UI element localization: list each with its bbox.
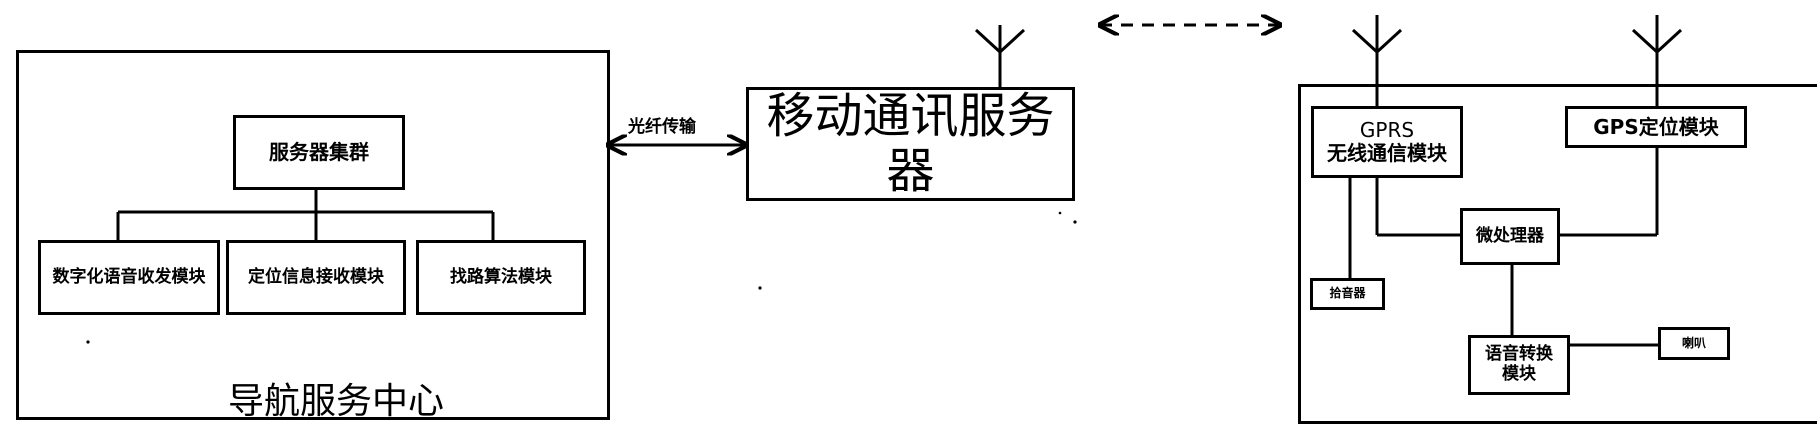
mobile-comm-server-box: 移动通讯服务器 [746, 87, 1075, 201]
server-antenna [974, 25, 1026, 87]
module-route-algorithm: 找路算法模块 [416, 240, 586, 315]
stray-dots [86, 211, 1077, 344]
nav-service-center-box [16, 50, 610, 420]
fiber-link-label: 光纤传输 [628, 117, 696, 137]
voice-conversion-box: 语音转换 模块 [1468, 335, 1570, 395]
voice-label-line1: 语音转换 [1485, 344, 1553, 365]
microprocessor-box: 微处理器 [1460, 208, 1560, 265]
connector-lines [86, 0, 1683, 347]
gprs-module-box: GPRS 无线通信模块 [1311, 106, 1463, 178]
voice-label-line2: 模块 [1502, 364, 1536, 384]
server-cluster-box: 服务器集群 [233, 115, 405, 190]
cluster-tree-lines [116, 190, 495, 240]
module-digital-voice: 数字化语音收发模块 [38, 240, 220, 315]
gprs-antenna [1351, 15, 1403, 106]
nav-center-title: 导航服务中心 [228, 381, 445, 422]
module-location-receive: 定位信息接收模块 [226, 240, 406, 315]
recorder-box: 拾音器 [1310, 278, 1385, 310]
gps-antenna [1631, 15, 1683, 106]
gprs-label-line2: 无线通信模块 [1327, 141, 1447, 165]
system-diagram: 服务器集群 数字化语音收发模块 定位信息接收模块 找路算法模块 导航服务中心 光… [16, 0, 1817, 424]
gps-module-box: GPS定位模块 [1565, 106, 1747, 148]
speaker-box: 喇叭 [1658, 327, 1730, 360]
terminal-wiring [1348, 148, 1659, 347]
gprs-label-line1: GPRS [1359, 118, 1415, 142]
